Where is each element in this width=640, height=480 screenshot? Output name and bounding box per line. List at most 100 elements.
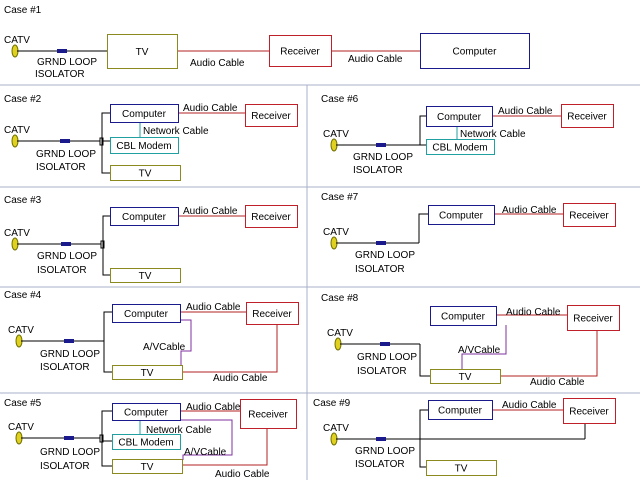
receiver-box-label: Receiver xyxy=(251,212,291,223)
tv-box xyxy=(112,365,183,380)
wire xyxy=(418,213,428,243)
receiver-box xyxy=(245,104,298,127)
tv-box-label: TV xyxy=(136,47,149,58)
receiver-box-label: Receiver xyxy=(252,309,292,320)
av-cable-label: A/VCable xyxy=(143,342,186,353)
isolator-label: GRND LOOP xyxy=(357,352,417,363)
cable-modem-box-label: CBL Modem xyxy=(118,438,173,449)
wire xyxy=(419,409,428,439)
tv-box-label: TV xyxy=(141,462,154,473)
isolator-label: ISOLATOR xyxy=(35,69,85,80)
tv-box xyxy=(110,268,181,283)
cable-modem-box xyxy=(110,137,179,154)
isolator-label: GRND LOOP xyxy=(355,250,415,261)
isolator-label: ISOLATOR xyxy=(40,362,90,373)
tv-box xyxy=(430,369,501,384)
cable-modem-box xyxy=(112,434,181,450)
case-3-title: Case #3 xyxy=(4,195,42,206)
receiver-box-label: Receiver xyxy=(567,112,607,123)
tv-box xyxy=(426,460,497,476)
computer-box-label: Computer xyxy=(122,109,167,120)
audio-cable-label: Audio Cable xyxy=(530,377,585,388)
isolator-label: GRND LOOP xyxy=(36,149,96,160)
ground-loop-isolator xyxy=(61,242,71,246)
case-7-title: Case #7 xyxy=(321,192,359,203)
network-cable-label: Network Cable xyxy=(460,129,526,140)
receiver-box-label: Receiver xyxy=(248,410,288,421)
isolator-label: ISOLATOR xyxy=(353,165,403,176)
catv-label: CATV xyxy=(323,227,349,238)
ground-loop-isolator xyxy=(376,241,386,245)
computer-box xyxy=(430,306,497,326)
av-cable-label: A/VCable xyxy=(184,447,227,458)
wire xyxy=(101,438,112,467)
audio-cable-label: Audio Cable xyxy=(213,373,268,384)
computer-box xyxy=(428,205,495,225)
tv-box xyxy=(107,34,178,69)
computer-box xyxy=(110,207,179,226)
network-cable-label: Network Cable xyxy=(143,126,209,137)
catv-label: CATV xyxy=(323,423,349,434)
wire xyxy=(419,115,426,145)
case-2-title: Case #2 xyxy=(4,94,42,105)
audio-cable-label: Audio Cable xyxy=(348,54,403,65)
computer-box xyxy=(420,33,530,69)
ground-loop-isolator xyxy=(64,436,74,440)
wire xyxy=(183,429,268,466)
case-9-title: Case #9 xyxy=(313,398,351,409)
tv-box-label: TV xyxy=(139,271,152,282)
ground-loop-isolator xyxy=(60,139,70,143)
receiver-box-label: Receiver xyxy=(573,314,613,325)
receiver-box xyxy=(561,104,614,128)
catv-label: CATV xyxy=(4,228,30,239)
computer-box-label: Computer xyxy=(437,112,482,123)
tv-box-label: TV xyxy=(459,372,472,383)
wire xyxy=(103,311,112,341)
case-1-title: Case #1 xyxy=(4,5,42,16)
isolator-label: ISOLATOR xyxy=(40,461,90,472)
tv-box xyxy=(112,459,183,474)
av-cable xyxy=(180,319,192,365)
tv-box xyxy=(110,165,181,181)
wire xyxy=(501,331,598,377)
cable-modem-box-label: CBL Modem xyxy=(116,141,171,152)
wire xyxy=(102,244,110,276)
computer-box-label: Computer xyxy=(441,312,486,323)
catv-label: CATV xyxy=(4,35,30,46)
isolator-label: GRND LOOP xyxy=(40,447,100,458)
catv-label: CATV xyxy=(8,325,34,336)
audio-cable-label: Audio Cable xyxy=(190,58,245,69)
case-4-title: Case #4 xyxy=(4,290,42,301)
receiver-box xyxy=(567,305,620,331)
computer-box-label: Computer xyxy=(439,211,484,222)
ground-loop-isolator xyxy=(376,437,386,441)
receiver-box-label: Receiver xyxy=(280,47,320,58)
catv-label: CATV xyxy=(327,328,353,339)
audio-cable-label: Audio Cable xyxy=(498,106,553,117)
av-cable xyxy=(461,325,507,369)
catv-label: CATV xyxy=(8,422,34,433)
catv-label: CATV xyxy=(323,129,349,140)
ground-loop-isolator xyxy=(380,342,390,346)
computer-box-label: Computer xyxy=(438,406,483,417)
isolator-label: ISOLATOR xyxy=(36,162,86,173)
receiver-box xyxy=(269,35,332,67)
tv-box-label: TV xyxy=(139,169,152,180)
isolator-label: ISOLATOR xyxy=(355,264,405,275)
audio-cable-label: Audio Cable xyxy=(215,469,270,480)
isolator-label: GRND LOOP xyxy=(355,446,415,457)
computer-box xyxy=(426,106,493,127)
wire xyxy=(102,215,110,244)
isolator-label: ISOLATOR xyxy=(357,366,407,377)
receiver-box xyxy=(245,205,298,228)
av-cable-label: A/VCable xyxy=(458,345,501,356)
isolator-label: ISOLATOR xyxy=(37,265,87,276)
receiver-box-label: Receiver xyxy=(569,407,609,418)
network-cable-label: Network Cable xyxy=(146,425,212,436)
tv-box-label: TV xyxy=(455,464,468,475)
isolator-label: GRND LOOP xyxy=(37,57,97,68)
computer-box xyxy=(112,403,181,421)
computer-box-label: Computer xyxy=(122,212,167,223)
wire xyxy=(419,344,430,377)
